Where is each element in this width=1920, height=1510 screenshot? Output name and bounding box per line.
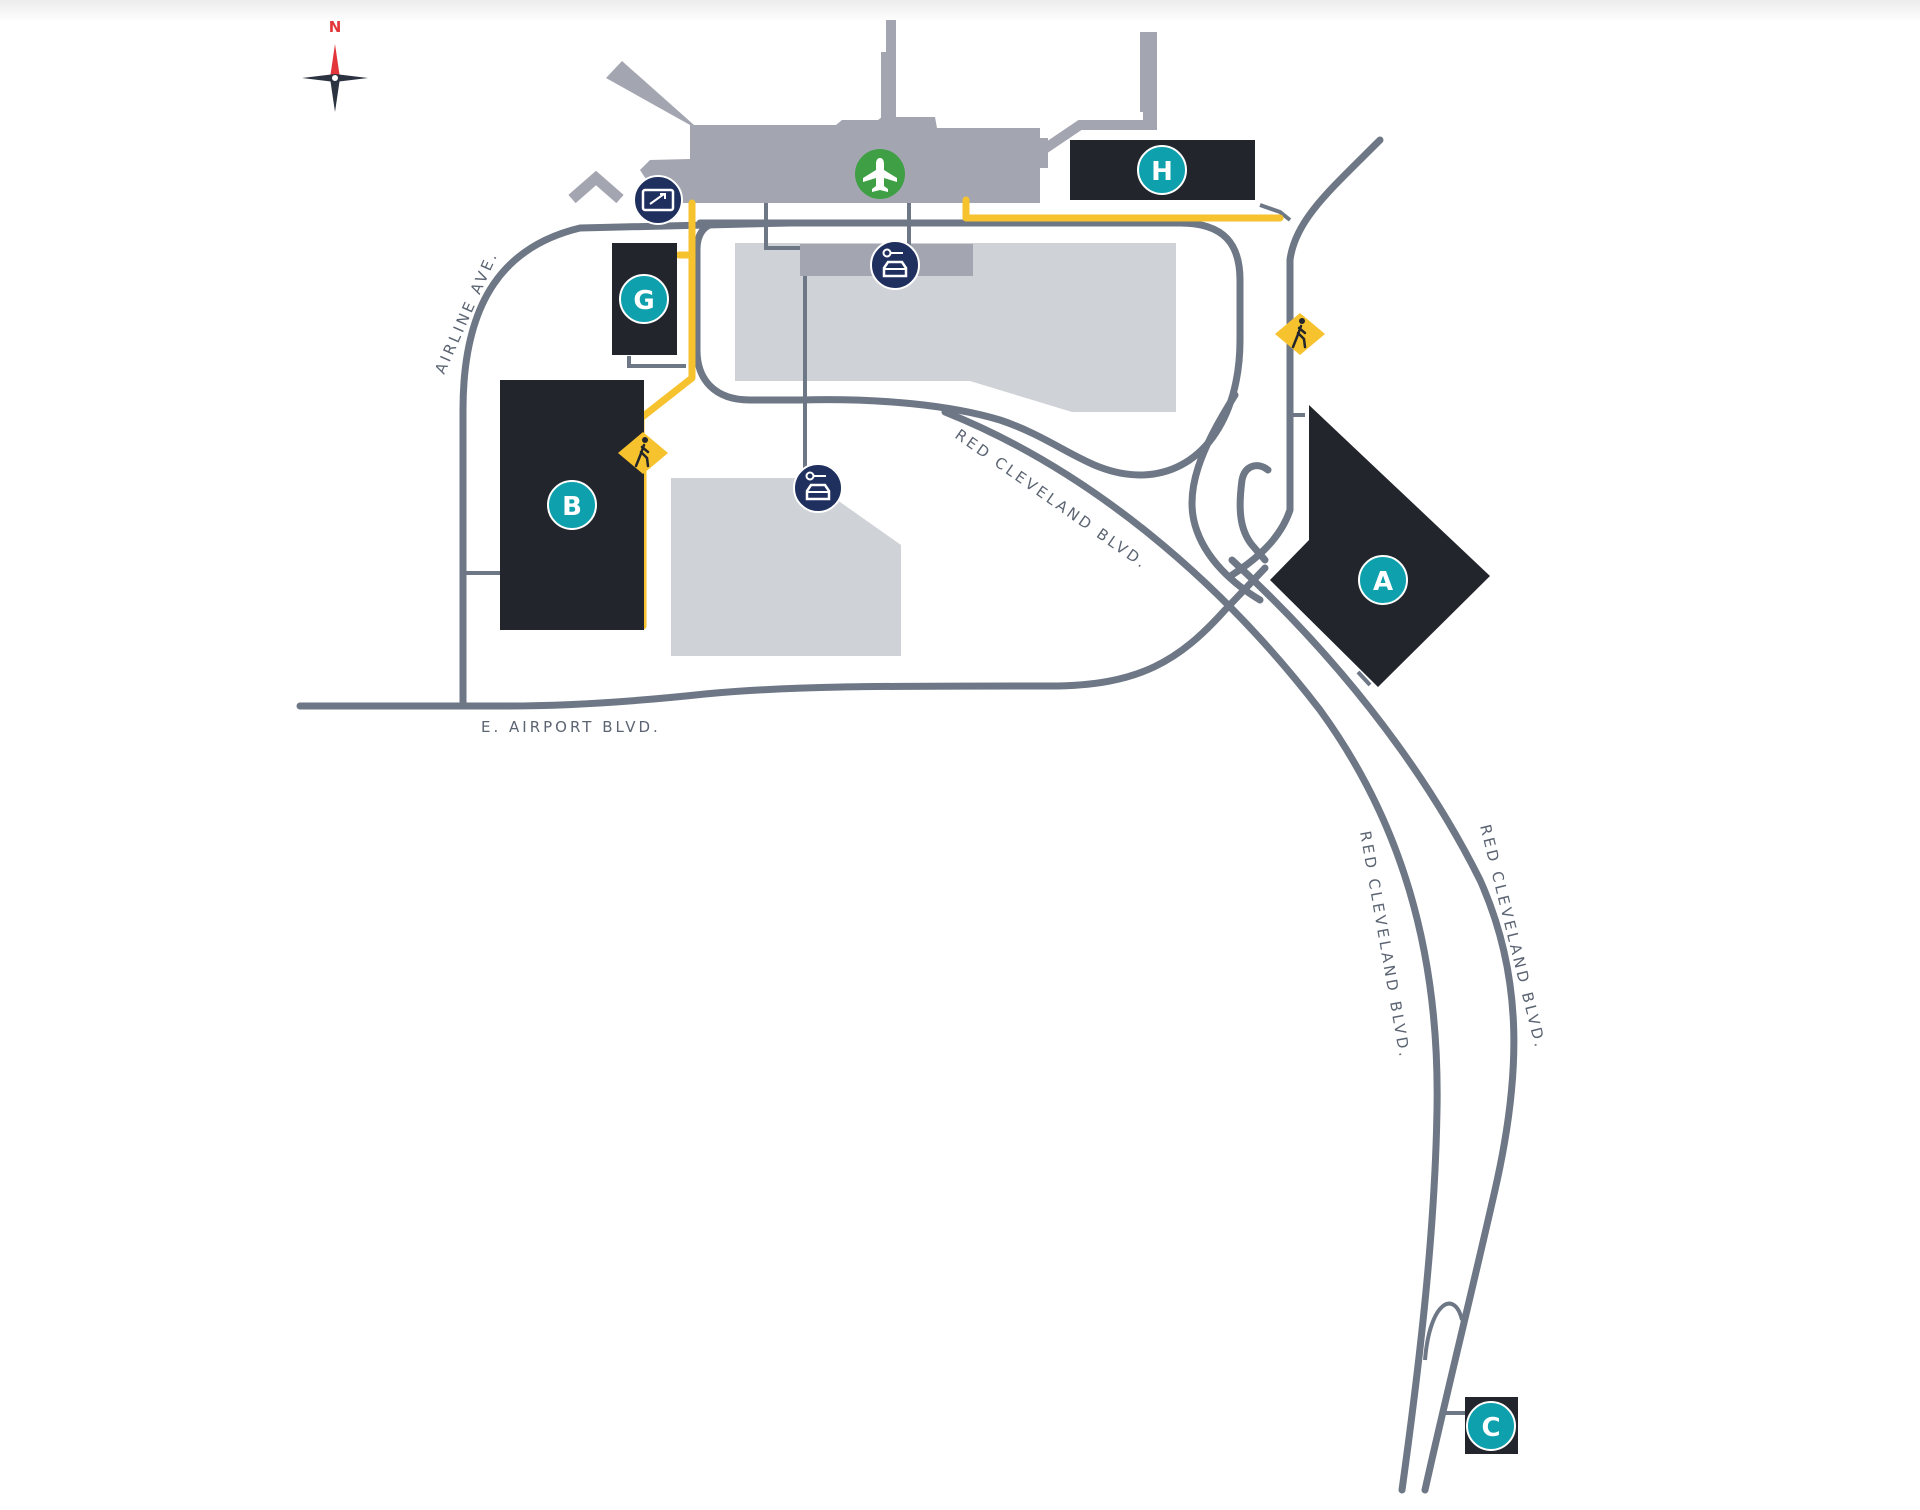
window-top-shade (0, 0, 1920, 22)
road-red-cleveland-east (1228, 556, 1518, 1494)
terminal-building (568, 20, 1157, 276)
car-rental-icon[interactable] (793, 463, 843, 513)
compass-east-needle (335, 74, 368, 82)
pedestrian-crossing-icon (1275, 313, 1325, 355)
road-ramp-inner (1236, 462, 1272, 564)
service-roads (466, 203, 1465, 1415)
badge-b[interactable]: B (547, 480, 597, 530)
label-e-airport-blvd: E. AIRPORT BLVD. (481, 718, 661, 736)
surface-lot-north (735, 243, 1176, 412)
badge-a[interactable]: A (1358, 555, 1408, 605)
compass-west-needle (302, 74, 335, 82)
badge-a-label: A (1373, 567, 1393, 597)
compass-north-label: N (329, 18, 342, 36)
compass-center (332, 75, 338, 81)
badge-b-label: B (562, 492, 582, 522)
compass-south-needle (330, 78, 340, 112)
badge-g-label: G (633, 286, 654, 316)
car-rental-icon[interactable] (870, 240, 920, 290)
badge-c-label: C (1481, 1413, 1500, 1443)
badge-c[interactable]: C (1466, 1401, 1516, 1451)
road-ramp-loop (1188, 391, 1264, 604)
road-red-cleveland-west (941, 408, 1441, 1494)
road-ramp-south-merge (1423, 1301, 1464, 1361)
road-airline-ave (459, 219, 794, 708)
badge-g[interactable]: G (619, 274, 669, 324)
road-network (296, 136, 1518, 1494)
airplane-icon[interactable] (855, 149, 905, 199)
walkway-terminal-to-a (962, 196, 1284, 222)
road-e-airport-blvd (296, 564, 1269, 710)
ticket-icon[interactable] (633, 175, 683, 225)
garage-a[interactable] (1270, 405, 1490, 687)
label-red-cleveland-west: RED CLEVELAND BLVD. (1356, 830, 1414, 1061)
label-red-cleveland-north: RED CLEVELAND BLVD. (952, 426, 1152, 573)
badge-h-label: H (1151, 157, 1173, 187)
road-terminal-loop (693, 219, 1244, 479)
compass-rose: N (302, 18, 368, 112)
pedestrian-crossing-icon (618, 432, 668, 474)
surface-lot-south (671, 478, 901, 656)
compass-north-needle (330, 44, 340, 78)
badge-h[interactable]: H (1137, 145, 1187, 195)
